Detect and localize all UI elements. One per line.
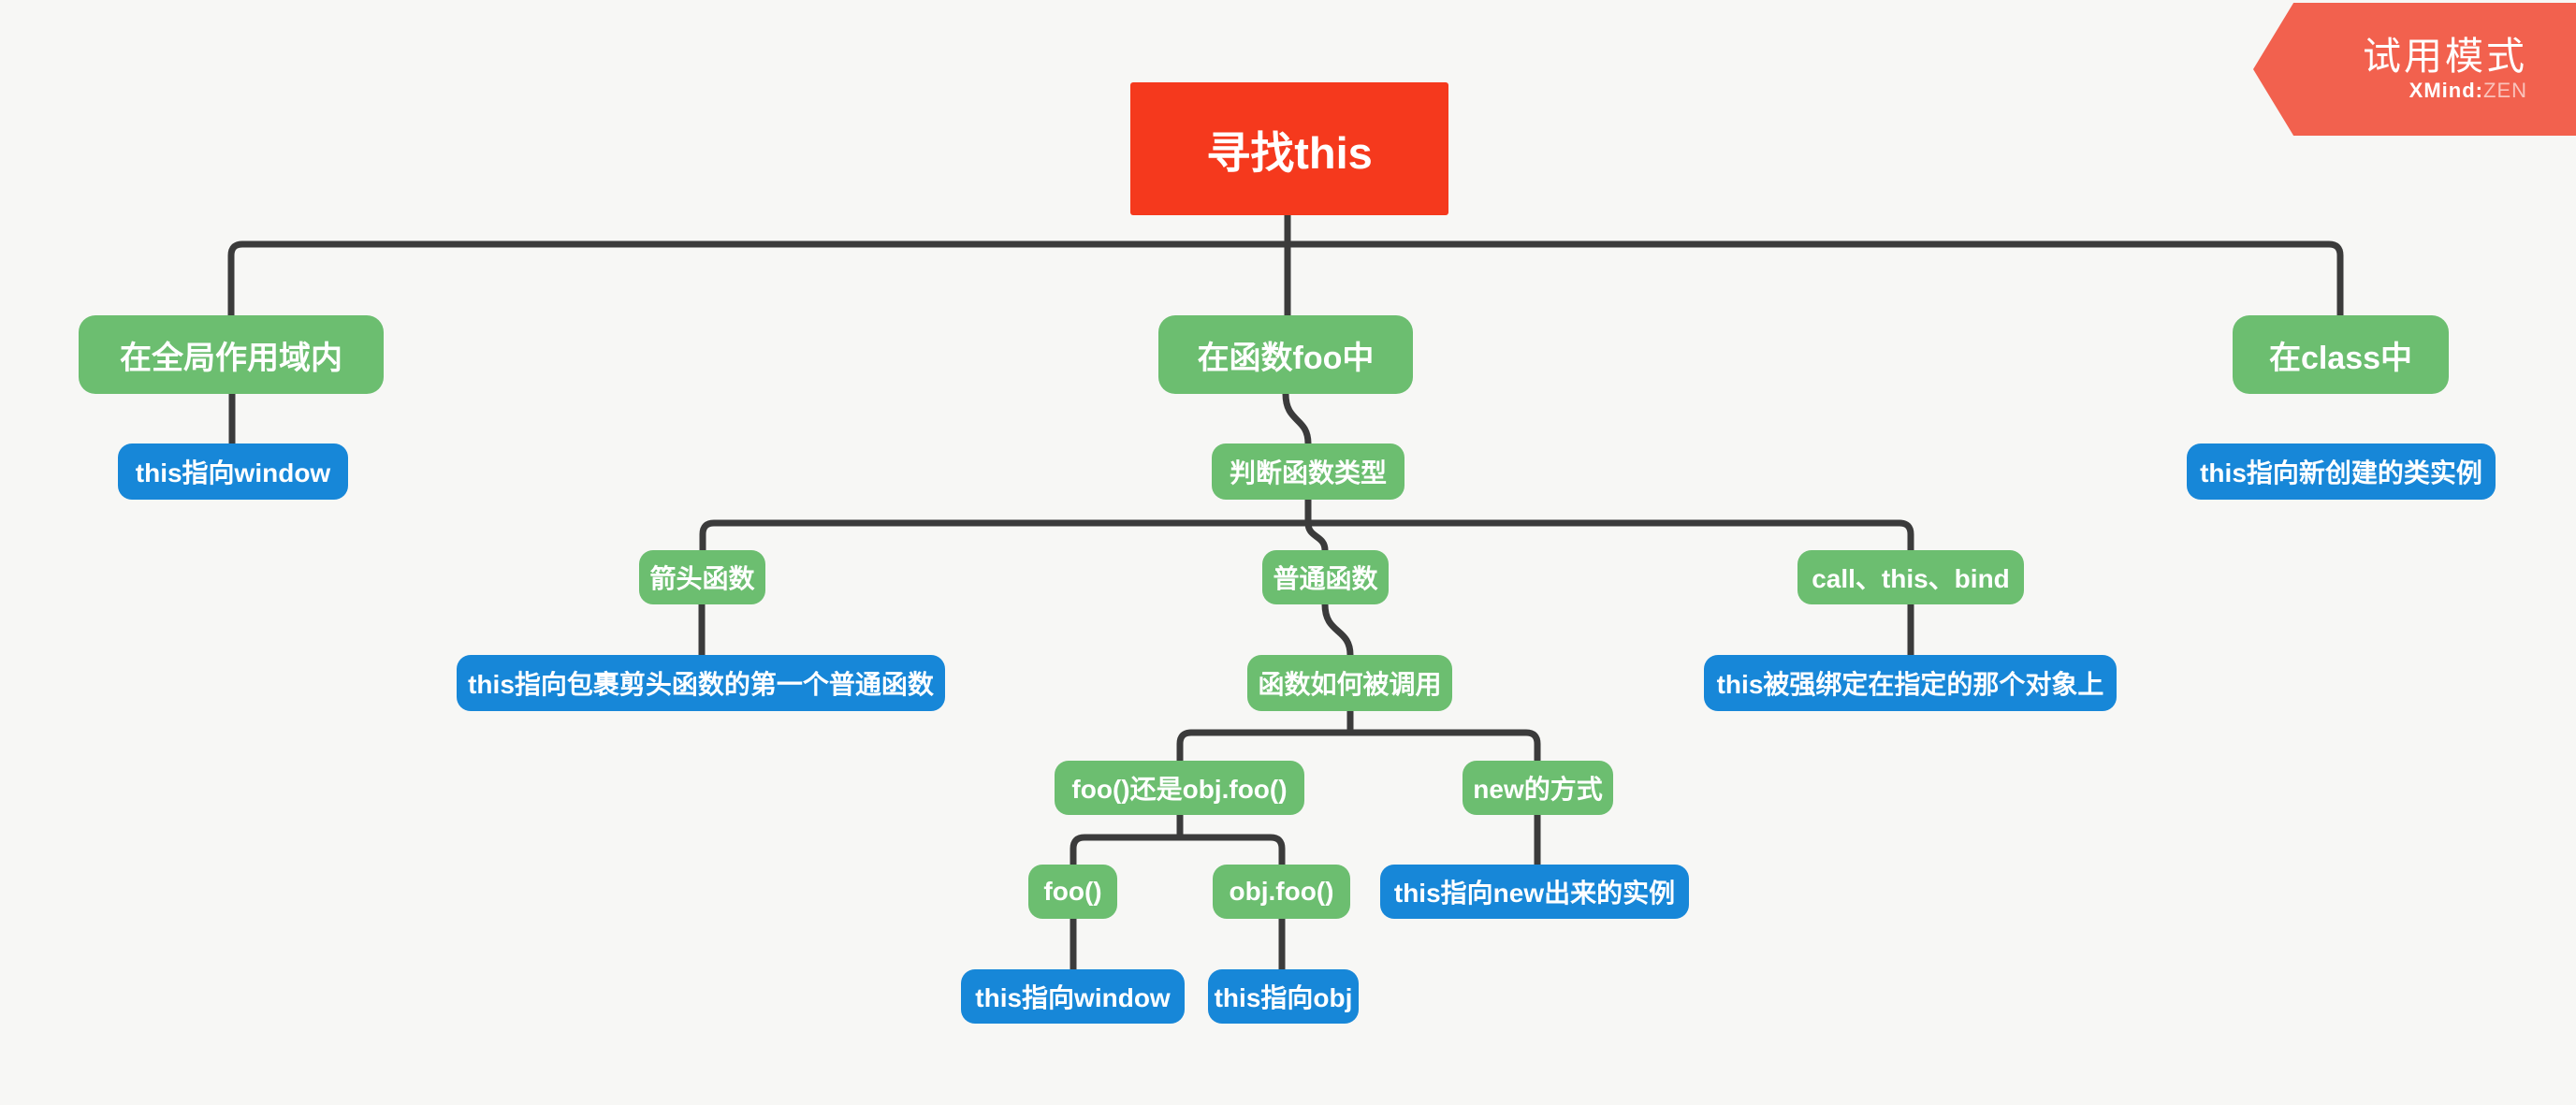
- topic-objfoo-call[interactable]: obj.foo(): [1213, 865, 1350, 919]
- topic-foo-or-objfoo[interactable]: foo()还是obj.foo(): [1055, 761, 1304, 815]
- topic-this-points-new-instance[interactable]: this指向new出来的实例: [1380, 865, 1689, 919]
- brand-suffix: ZEN: [2483, 79, 2527, 103]
- topic-arrow-function-result[interactable]: this指向包裹剪头函数的第一个普通函数: [457, 655, 945, 711]
- topic-global-scope[interactable]: 在全局作用域内: [79, 315, 384, 394]
- brand-separator: :: [2475, 79, 2483, 103]
- topic-this-points-new-class-instance[interactable]: this指向新创建的类实例: [2187, 443, 2496, 500]
- trial-mode-badge: 试用模式 XMind:ZEN: [2253, 3, 2576, 136]
- topic-this-points-obj[interactable]: this指向obj: [1208, 969, 1359, 1024]
- xmind-zen-logo: XMind:ZEN: [2409, 79, 2527, 103]
- topic-how-function-called[interactable]: 函数如何被调用: [1247, 655, 1452, 711]
- topic-this-points-window-foo[interactable]: this指向window: [961, 969, 1185, 1024]
- topic-foo-call[interactable]: foo(): [1028, 865, 1117, 919]
- topic-judge-function-type[interactable]: 判断函数类型: [1212, 443, 1404, 500]
- brand-name: XMind: [2409, 79, 2476, 103]
- topic-in-class[interactable]: 在class中: [2233, 315, 2449, 394]
- topic-bind-result[interactable]: this被强绑定在指定的那个对象上: [1704, 655, 2117, 711]
- topic-call-this-bind[interactable]: call、this、bind: [1797, 550, 2024, 604]
- trial-mode-label: 试用模式: [2363, 35, 2527, 79]
- topic-arrow-function[interactable]: 箭头函数: [639, 550, 765, 604]
- topic-in-function-foo[interactable]: 在函数foo中: [1158, 315, 1413, 394]
- topic-new-way[interactable]: new的方式: [1463, 761, 1613, 815]
- topic-this-points-window-global[interactable]: this指向window: [118, 443, 348, 500]
- topic-normal-function[interactable]: 普通函数: [1262, 550, 1389, 604]
- topic-root-find-this[interactable]: 寻找this: [1130, 82, 1448, 215]
